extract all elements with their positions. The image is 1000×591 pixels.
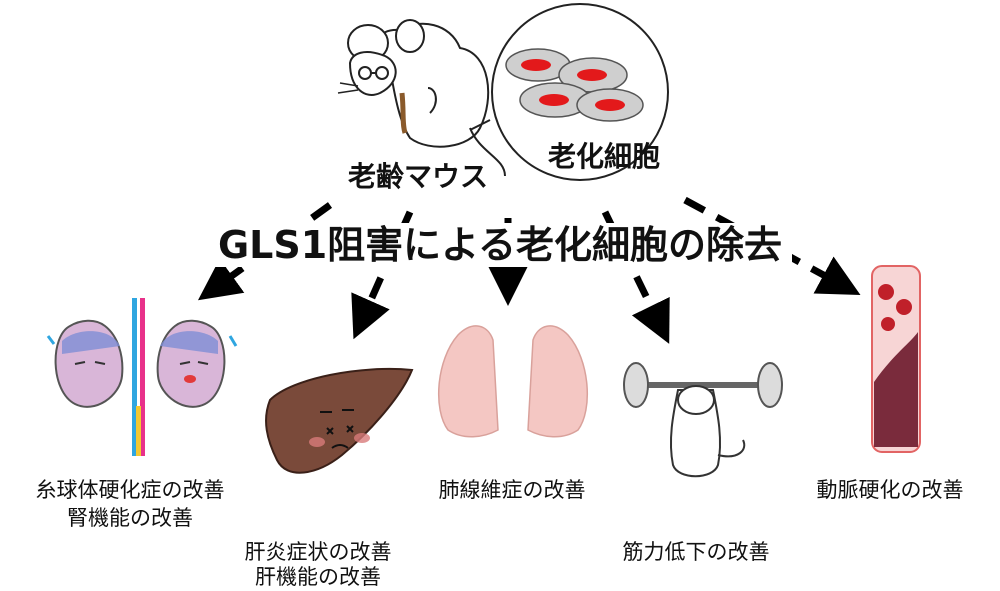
liver-label-1: 肝炎症状の改善 — [244, 540, 392, 564]
lung-illustration — [438, 325, 588, 438]
liver-label-2: 肝機能の改善 — [255, 565, 381, 589]
title-text: GLS1阻害による老化細胞の除去 — [207, 223, 793, 267]
cell-label: 老化細胞 — [548, 140, 661, 173]
mouse-label: 老齢マウス — [348, 160, 489, 193]
aged-mouse-illustration — [337, 19, 506, 177]
senescent-cell-bubble — [469, 3, 669, 181]
artery-label: 動脈硬化の改善 — [816, 478, 964, 502]
muscle-label: 筋力低下の改善 — [622, 540, 770, 564]
muscle-mouse-illustration — [623, 362, 783, 478]
kidney-label-1: 糸球体硬化症の改善 — [35, 478, 225, 502]
lung-label: 肺線維症の改善 — [438, 478, 586, 502]
arrow-to-kidney — [197, 202, 333, 301]
liver-illustration — [265, 367, 414, 474]
kidney-label-2: 腎機能の改善 — [67, 506, 193, 530]
artery-tube-illustration — [871, 265, 921, 453]
senescent-cells — [505, 48, 644, 122]
title: GLS1阻害による老化細胞の除去 — [0, 222, 1000, 268]
kidney-illustration — [46, 298, 238, 456]
